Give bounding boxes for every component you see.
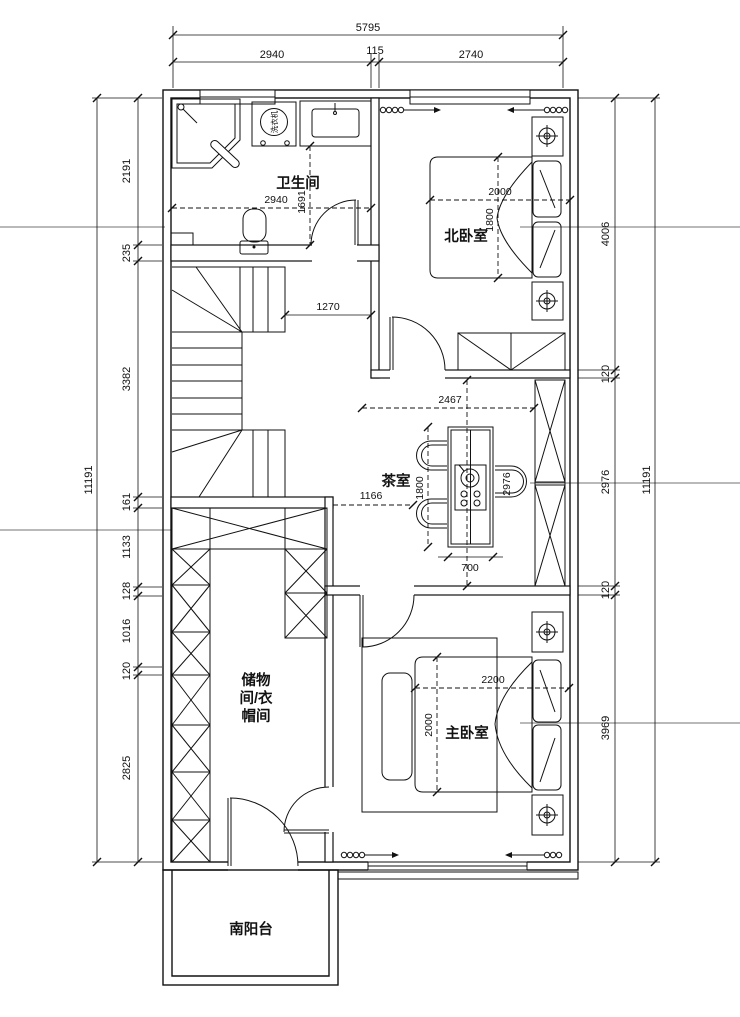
dim-left-seg-2: 235 [121, 244, 133, 262]
svg-text:2940: 2940 [264, 194, 288, 206]
door-balcony [227, 797, 299, 867]
window-north-bedroom-top [409, 89, 531, 105]
dim-left-seg-9: 2825 [121, 756, 133, 780]
dim-left-seg-4: 161 [121, 493, 133, 511]
dim-right-seg-2: 120 [600, 365, 612, 383]
master-nightstand-top [531, 611, 564, 653]
south-balcony [162, 869, 339, 986]
svg-text:2467: 2467 [438, 394, 462, 406]
dim-top-seg-2: 115 [366, 45, 384, 57]
tea-chairs [416, 440, 527, 529]
dim-tea-table-length: 1800 [414, 422, 433, 552]
tea-cabinet [534, 379, 566, 587]
north-nightstand-bottom [531, 281, 564, 321]
dims-right: 4006 120 2976 120 3969 11191 [578, 93, 660, 867]
dim-north-bed-length: 1800 [484, 152, 503, 283]
door-bathroom [310, 199, 359, 246]
master-nightstand-bottom [531, 794, 564, 836]
dim-right-seg-5: 3969 [600, 716, 612, 740]
curtain-north-right [507, 106, 569, 114]
dim-bathroom-width: 2940 [167, 194, 376, 213]
dim-tea-room-depth: 2976 [462, 375, 513, 591]
dim-tea-side-clearance: 1166 [333, 490, 418, 510]
svg-text:帽间: 帽间 [242, 707, 271, 725]
dim-top-seg-1: 2940 [260, 49, 284, 61]
reference-lines [0, 226, 740, 724]
staircase [171, 266, 286, 498]
dim-top-seg-3: 2740 [459, 49, 483, 61]
svg-text:1270: 1270 [316, 301, 340, 313]
north-wardrobe [457, 332, 566, 371]
tea-table [447, 426, 494, 548]
dim-left-seg-3: 3382 [121, 367, 133, 391]
washing-machine: 洗衣机 [251, 101, 297, 147]
svg-text:1691: 1691 [296, 190, 308, 214]
dim-tea-table-width: 700 [438, 552, 503, 574]
storage-wardrobe-right [284, 548, 328, 639]
door-north-bedroom [389, 316, 446, 371]
svg-text:700: 700 [461, 562, 479, 574]
dim-master-bed-width: 2200 [410, 674, 574, 693]
label-north-bedroom: 北卧室 [444, 227, 488, 245]
door-master-bedroom [359, 594, 415, 648]
dim-left-overall: 11191 [83, 466, 95, 495]
label-storage: 储物 间/衣 帽间 [239, 671, 273, 725]
storage-wardrobe-left [171, 548, 211, 863]
svg-text:储物: 储物 [242, 671, 271, 689]
label-tea-room: 茶室 [382, 472, 411, 490]
dim-left-seg-5: 1133 [121, 535, 133, 559]
label-bathroom: 卫生间 [276, 174, 320, 192]
dim-master-bed-length: 2000 [423, 652, 442, 797]
dim-right-seg-1: 4006 [600, 222, 612, 246]
curtain-master-left [340, 851, 399, 859]
dim-right-overall: 11191 [641, 466, 653, 495]
dim-bathroom-depth: 1691 [296, 141, 315, 250]
dim-north-bed-width: 2000 [425, 186, 575, 205]
washer-label: 洗衣机 [269, 110, 279, 133]
shower [171, 98, 241, 169]
north-nightstand-top [531, 116, 564, 157]
dim-right-seg-4: 120 [600, 581, 612, 599]
door-storage [283, 786, 330, 834]
dim-left-seg-1: 2191 [121, 159, 133, 183]
dim-stair-clearance: 1270 [280, 301, 376, 320]
label-master-bedroom: 主卧室 [445, 724, 489, 742]
svg-text:1800: 1800 [414, 476, 426, 500]
window-master-bedroom-bottom [337, 861, 579, 880]
svg-text:2000: 2000 [423, 713, 435, 737]
dim-right-seg-3: 2976 [600, 470, 612, 494]
dim-top-overall: 5795 [356, 22, 380, 34]
svg-text:2000: 2000 [488, 186, 512, 198]
curtain-master-right [505, 851, 563, 859]
svg-text:间/衣: 间/衣 [239, 689, 273, 707]
svg-text:2976: 2976 [501, 472, 513, 496]
window-bathroom-top [199, 89, 276, 105]
svg-text:2200: 2200 [481, 674, 505, 686]
master-bed [414, 656, 562, 793]
svg-text:1166: 1166 [360, 490, 383, 502]
svg-text:1800: 1800 [484, 208, 496, 232]
dim-left-seg-7: 1016 [121, 619, 133, 643]
dims-top: 5795 2940 115 2740 [168, 22, 568, 88]
master-rug [361, 637, 498, 813]
curtain-north-left [379, 106, 441, 114]
label-south-balcony: 南阳台 [229, 920, 273, 938]
vanity-sink [299, 100, 372, 147]
dim-left-seg-8: 120 [121, 662, 133, 680]
dim-tea-room-width: 2467 [357, 394, 539, 413]
toilet [239, 208, 269, 255]
dims-left: 11191 2191 235 3382 161 1133 128 1016 12… [83, 93, 162, 867]
dim-left-seg-6: 128 [121, 582, 133, 600]
storage-wardrobe-top [171, 507, 328, 550]
